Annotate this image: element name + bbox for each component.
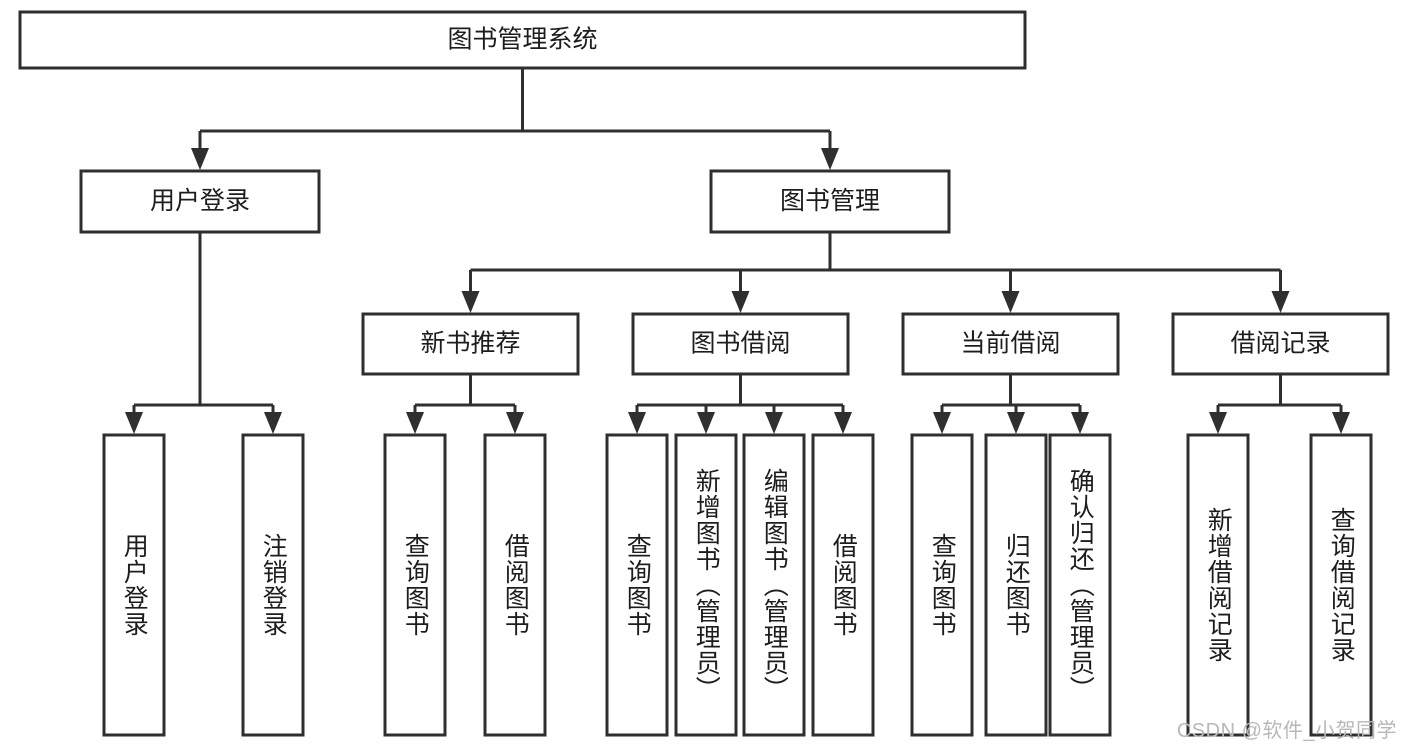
node-box-leaf-confirm-return[interactable]: [1048, 433, 1112, 737]
node-box-leaf-borrow-book-recommend[interactable]: [483, 433, 547, 737]
node-label-root: 图书管理系统: [447, 26, 597, 54]
node-box-leaf-edit-book[interactable]: [742, 433, 806, 737]
edge-arrowhead: [191, 148, 209, 170]
edge-arrowhead: [834, 412, 852, 434]
node-label-current-borrow: 当前借阅: [960, 330, 1060, 358]
node-box-leaf-query-book-recommend[interactable]: [383, 433, 447, 737]
node-box-leaf-query-book-borrow[interactable]: [605, 433, 669, 737]
edge-arrowhead: [628, 412, 646, 434]
node-box-user-login[interactable]: [79, 169, 321, 234]
edge-arrowhead: [731, 291, 750, 313]
node-label-new-book-recommend: 新书推荐: [420, 330, 520, 358]
node-box-leaf-query-book-current[interactable]: [910, 433, 974, 737]
edge-arrowhead: [1332, 412, 1350, 434]
edge-arrowhead: [506, 412, 524, 434]
edge-arrowhead: [125, 412, 143, 434]
edge-arrowhead: [933, 412, 951, 434]
node-box-leaf-add-book[interactable]: [674, 433, 738, 737]
node-label-book-borrow: 图书借阅: [690, 330, 790, 358]
node-label-borrow-record: 借阅记录: [1230, 330, 1330, 358]
watermark-text: CSDN @软件_小贺同学: [1176, 720, 1397, 742]
node-box-book-manage[interactable]: [709, 169, 951, 234]
edge-arrowhead: [1007, 412, 1025, 434]
boxes-layer: [18, 10, 1390, 737]
edges-layer: [125, 68, 1350, 434]
edge-arrowhead: [461, 291, 480, 313]
edge-arrowhead: [1209, 412, 1227, 434]
edge-arrowhead: [264, 412, 282, 434]
node-box-new-book-recommend[interactable]: [361, 312, 580, 376]
node-box-leaf-user-logout[interactable]: [241, 433, 305, 737]
node-box-borrow-record[interactable]: [1171, 312, 1390, 376]
edge-arrowhead: [765, 412, 783, 434]
edge-arrowhead: [1271, 291, 1290, 313]
node-box-leaf-query-record[interactable]: [1309, 433, 1373, 737]
edge-arrowhead: [406, 412, 424, 434]
edge-arrowhead: [1071, 412, 1089, 434]
node-box-leaf-add-record[interactable]: [1186, 433, 1250, 737]
node-box-leaf-return-book[interactable]: [984, 433, 1048, 737]
node-box-leaf-user-login[interactable]: [102, 433, 166, 737]
node-box-current-borrow[interactable]: [901, 312, 1120, 376]
edge-arrowhead: [1001, 291, 1020, 313]
edge-arrowhead: [697, 412, 715, 434]
edge-arrowhead: [821, 148, 839, 170]
node-box-leaf-borrow-book[interactable]: [811, 433, 875, 737]
node-label-book-manage: 图书管理: [780, 187, 880, 215]
node-box-root[interactable]: [18, 10, 1027, 70]
node-label-user-login: 用户登录: [150, 187, 250, 215]
node-box-book-borrow[interactable]: [631, 312, 850, 376]
